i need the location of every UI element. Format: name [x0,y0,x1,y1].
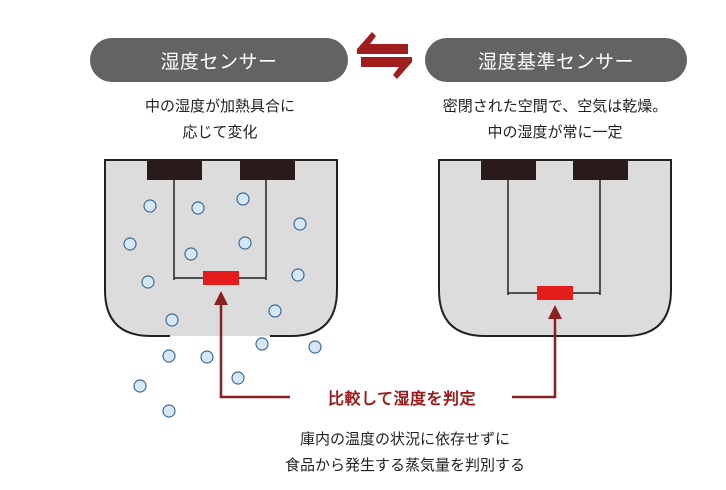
humidity-sensor-housing [104,159,338,337]
humidity-sensor-desc-line2: 応じて変化 [182,123,258,141]
humidity-sensor-element [203,271,239,285]
comparison-explanation-line1: 庫内の温度の状況に依存せずに [299,430,510,448]
comparison-explanation-line2: 食品から発生する蒸気量を判別する [284,456,525,474]
exchange-arrows-icon [357,32,412,79]
comparison-label: 比較して湿度を判定 [327,389,477,408]
right-arrowhead [548,305,562,319]
reference-sensor-housing [438,159,672,337]
humidity-sensor-title: 湿度センサー [90,38,348,82]
reference-sensor-description: 密閉された空間で、空気は乾燥。 中の湿度が常に一定 [405,93,705,145]
comparison-explanation: 庫内の温度の状況に依存せずに 食品から発生する蒸気量を判別する [230,426,580,478]
reference-sensor-title: 湿度基準センサー [425,38,687,82]
humidity-sensor-desc-line1: 中の湿度が加熱具合に [144,97,295,115]
comparison-arrows [219,303,557,399]
steam-bubbles [123,192,322,418]
humidity-sensor-description: 中の湿度が加熱具合に 応じて変化 [95,93,345,145]
reference-sensor-desc-line2: 中の湿度が常に一定 [487,123,623,141]
reference-sensor-element [537,286,573,300]
reference-sensor-desc-line1: 密閉された空間で、空気は乾燥。 [442,97,668,115]
left-arrowhead [214,291,228,305]
